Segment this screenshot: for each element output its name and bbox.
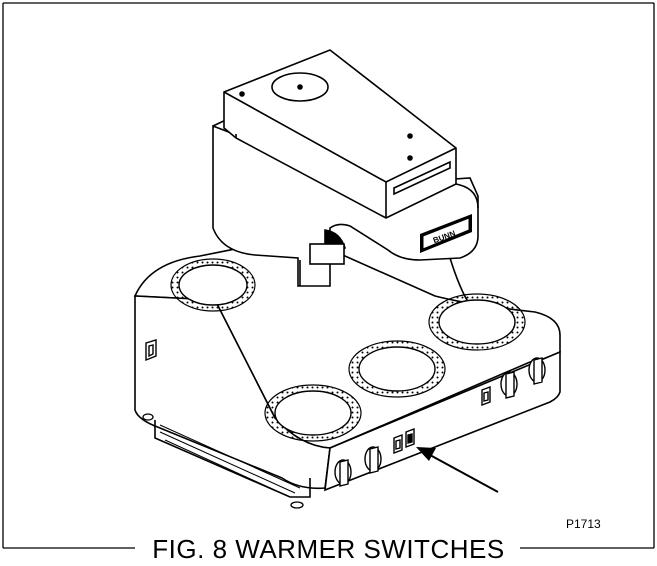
- brewer-column: [212, 117, 479, 287]
- knob-front-2: [364, 446, 382, 474]
- knob-front-1: [334, 459, 352, 487]
- front-controls: [334, 357, 546, 487]
- warmer-plate-center: [348, 340, 446, 398]
- brand-plate: BUNN: [420, 214, 472, 253]
- pointer-arrow: [416, 447, 499, 493]
- warmer-switch-1: [393, 433, 403, 455]
- warmer-plate-front-left: [264, 384, 362, 442]
- knob-front-4: [528, 357, 546, 385]
- part-number: P1713: [566, 517, 601, 531]
- warmer-plate-rear-left: [170, 258, 256, 312]
- frame-border: [2, 2, 655, 549]
- figure-caption: FIG. 8 WARMER SWITCHES: [142, 534, 515, 564]
- warmer-plate-rear-right: [428, 293, 526, 351]
- warmer-plates: [170, 258, 526, 442]
- brewer-feet: [142, 413, 304, 509]
- figure-caption-wrap: FIG. 8 WARMER SWITCHES: [0, 534, 657, 564]
- warmer-switch-2: [405, 427, 415, 449]
- knob-front-3: [500, 371, 518, 399]
- hopper-box: [223, 49, 457, 219]
- side-switch: [145, 339, 157, 362]
- warmer-switch-3: [481, 385, 491, 407]
